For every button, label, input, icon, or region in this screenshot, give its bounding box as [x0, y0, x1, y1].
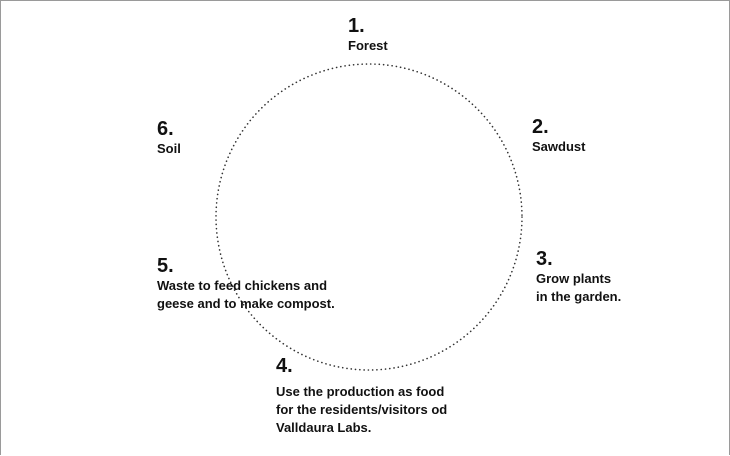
step-3-number: 3.: [536, 248, 553, 270]
step-5-label: Waste to feed chickens and geese and to …: [157, 278, 335, 311]
step-4-label: Use the production as food for the resid…: [276, 384, 448, 435]
step-4-number: 4.: [276, 355, 293, 377]
step-2-number: 2.: [532, 116, 549, 138]
step-1-label: Forest: [348, 38, 388, 53]
step-6-label: Soil: [157, 141, 181, 156]
step-5: 5. Waste to feed chickens and geese and …: [157, 255, 335, 313]
step-2: 2. Sawdust: [532, 116, 585, 156]
step-1: 1. Forest: [348, 15, 388, 55]
step-5-number: 5.: [157, 255, 174, 277]
step-1-number: 1.: [348, 15, 365, 37]
step-3-label: Grow plants in the garden.: [536, 271, 622, 304]
step-2-label: Sawdust: [532, 139, 586, 154]
step-6: 6. Soil: [157, 118, 181, 158]
step-4: 4. Use the production as food for the re…: [276, 355, 447, 437]
step-6-number: 6.: [157, 118, 174, 140]
cycle-circle: [215, 63, 523, 371]
step-3: 3. Grow plants in the garden.: [536, 248, 621, 306]
